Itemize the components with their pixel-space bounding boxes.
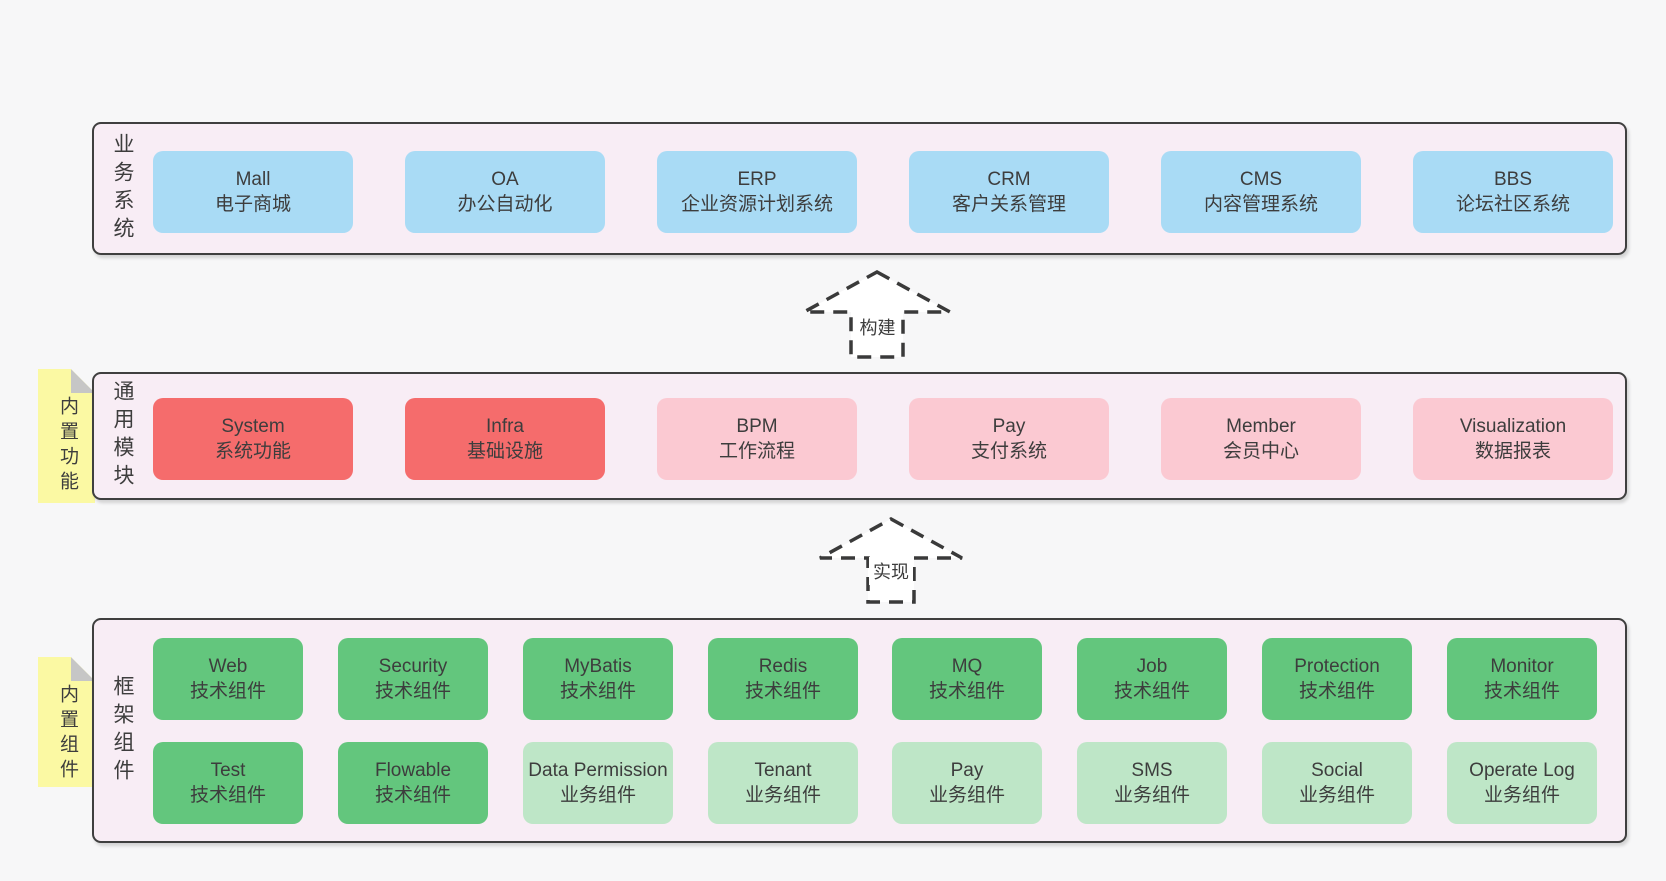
note-label-builtin-components: 内置组件 <box>57 684 78 784</box>
box-mybatis: MyBatis 技术组件 <box>523 638 673 720</box>
box-data-permission: Data Permission 业务组件 <box>523 742 673 824</box>
box-name: Monitor <box>1490 656 1554 677</box>
box-desc: 客户关系管理 <box>951 194 1066 215</box>
box-desc: 内容管理系统 <box>1203 194 1318 215</box>
layer-framework-components-label: 框架组件 <box>111 674 134 787</box>
box-name: Security <box>378 656 448 677</box>
sticky-note-builtin-features: 内置功能 <box>38 369 95 503</box>
box-desc: 技术组件 <box>374 785 451 806</box>
box-security: Security 技术组件 <box>338 638 488 720</box>
box-desc: 技术组件 <box>374 681 451 702</box>
box-name: Flowable <box>374 760 452 781</box>
layer-business-systems: 业务系统 Mall 电子商城 OA 办公自动化 ERP 企业资源计划系统 CRM… <box>92 122 1627 255</box>
box-name: CMS <box>1239 169 1283 190</box>
box-desc: 技术组件 <box>1298 681 1375 702</box>
box-name: Pay <box>950 760 984 781</box>
box-desc: 业务组件 <box>1298 785 1375 806</box>
box-name: Infra <box>485 416 525 437</box>
box-flowable: Flowable 技术组件 <box>338 742 488 824</box>
box-name: BBS <box>1493 169 1533 190</box>
box-name: Web <box>208 656 248 677</box>
box-member: Member 会员中心 <box>1161 398 1361 480</box>
box-name: Pay <box>992 416 1026 437</box>
box-desc: 业务组件 <box>928 785 1005 806</box>
box-name: ERP <box>737 169 777 190</box>
box-desc: 技术组件 <box>744 681 821 702</box>
box-name: System <box>221 416 285 437</box>
box-desc: 电子商城 <box>214 194 291 215</box>
box-redis: Redis 技术组件 <box>708 638 858 720</box>
box-name: Protection <box>1294 656 1380 677</box>
box-monitor: Monitor 技术组件 <box>1447 638 1597 720</box>
box-name: BPM <box>736 416 778 437</box>
box-desc: 论坛社区系统 <box>1455 194 1570 215</box>
layer-framework-components: 框架组件 Web 技术组件 Security 技术组件 MyBatis 技术组件… <box>92 618 1627 843</box>
box-name: Member <box>1226 416 1296 437</box>
box-crm: CRM 客户关系管理 <box>909 151 1109 233</box>
box-name: Job <box>1136 656 1168 677</box>
box-bpm: BPM 工作流程 <box>657 398 857 480</box>
box-mall: Mall 电子商城 <box>153 151 353 233</box>
box-name: Data Permission <box>528 760 668 781</box>
box-erp: ERP 企业资源计划系统 <box>657 151 857 233</box>
box-name: Operate Log <box>1469 760 1575 781</box>
box-job: Job 技术组件 <box>1077 638 1227 720</box>
box-desc: 基础设施 <box>466 441 543 462</box>
box-name: MQ <box>951 656 983 677</box>
box-desc: 数据报表 <box>1474 441 1551 462</box>
box-visualization: Visualization 数据报表 <box>1413 398 1613 480</box>
box-desc: 工作流程 <box>718 441 795 462</box>
box-desc: 技术组件 <box>189 785 266 806</box>
box-social: Social 业务组件 <box>1262 742 1412 824</box>
box-desc: 技术组件 <box>1113 681 1190 702</box>
box-desc: 企业资源计划系统 <box>680 194 833 215</box>
arrow-implement-label: 实现 <box>869 557 913 585</box>
arrow-implement: 实现 <box>815 515 967 605</box>
box-desc: 系统功能 <box>214 441 291 462</box>
box-pay-system: Pay 支付系统 <box>909 398 1109 480</box>
layer-common-modules-label: 通用模块 <box>111 380 134 492</box>
box-desc: 会员中心 <box>1222 441 1299 462</box>
box-cms: CMS 内容管理系统 <box>1161 151 1361 233</box>
box-infra: Infra 基础设施 <box>405 398 605 480</box>
box-operate-log: Operate Log 业务组件 <box>1447 742 1597 824</box>
box-desc: 技术组件 <box>559 681 636 702</box>
box-name: CRM <box>987 169 1031 190</box>
arrow-build: 构建 <box>800 268 955 360</box>
box-system: System 系统功能 <box>153 398 353 480</box>
box-protection: Protection 技术组件 <box>1262 638 1412 720</box>
box-desc: 业务组件 <box>1483 785 1560 806</box>
box-name: SMS <box>1131 760 1173 781</box>
box-name: Mall <box>235 169 271 190</box>
box-mq: MQ 技术组件 <box>892 638 1042 720</box>
box-tenant: Tenant 业务组件 <box>708 742 858 824</box>
box-web: Web 技术组件 <box>153 638 303 720</box>
box-name: Redis <box>758 656 808 677</box>
box-name: Social <box>1311 760 1363 781</box>
box-name: Tenant <box>754 760 812 781</box>
box-desc: 技术组件 <box>928 681 1005 702</box>
box-oa: OA 办公自动化 <box>405 151 605 233</box>
box-desc: 业务组件 <box>559 785 636 806</box>
box-name: MyBatis <box>564 656 632 677</box>
box-desc: 技术组件 <box>1483 681 1560 702</box>
box-test: Test 技术组件 <box>153 742 303 824</box>
box-name: Test <box>210 760 246 781</box>
box-name: Visualization <box>1459 416 1567 437</box>
box-name: OA <box>491 169 519 190</box>
box-sms: SMS 业务组件 <box>1077 742 1227 824</box>
box-bbs: BBS 论坛社区系统 <box>1413 151 1613 233</box>
layer-common-modules: 通用模块 System 系统功能 Infra 基础设施 BPM 工作流程 Pay… <box>92 372 1627 500</box>
sticky-note-builtin-components: 内置组件 <box>38 657 95 787</box>
box-desc: 技术组件 <box>189 681 266 702</box>
layer-business-systems-label: 业务系统 <box>111 132 134 245</box>
box-desc: 支付系统 <box>970 441 1047 462</box>
arrow-build-label: 构建 <box>855 313 900 341</box>
box-desc: 业务组件 <box>744 785 821 806</box>
box-pay-component: Pay 业务组件 <box>892 742 1042 824</box>
note-label-builtin-features: 内置功能 <box>57 396 78 496</box>
box-desc: 办公自动化 <box>457 194 553 215</box>
box-desc: 业务组件 <box>1113 785 1190 806</box>
